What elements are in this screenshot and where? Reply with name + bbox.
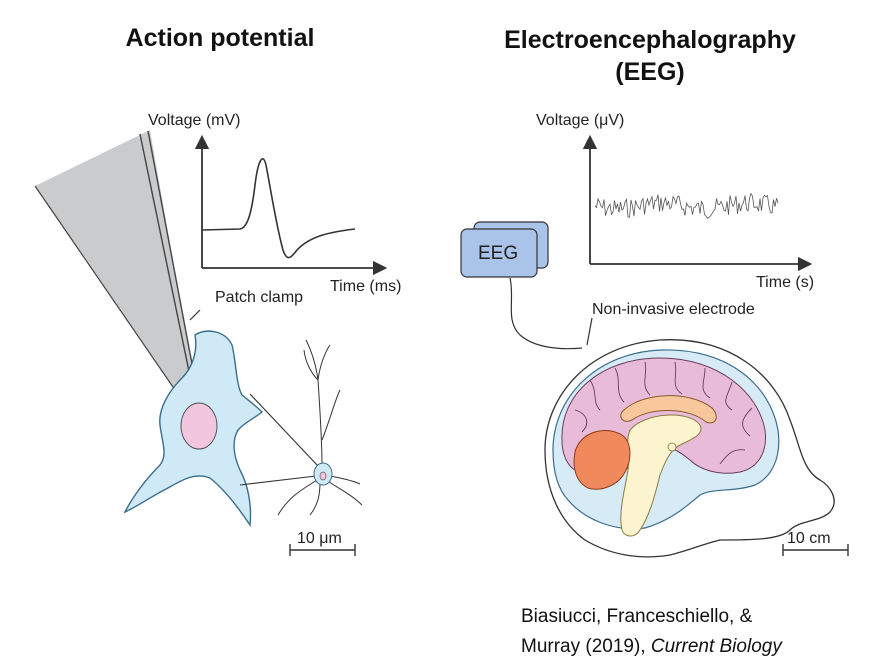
citation-line2: Murray (2019), Current Biology — [521, 632, 782, 662]
electrode-cable — [509, 277, 583, 350]
corpus-callosum — [620, 395, 717, 424]
scale-bar-left — [289, 544, 356, 556]
eeg-title-line2: (EEG) — [615, 58, 685, 86]
patch-pipette — [34, 130, 197, 391]
eeg-trace — [594, 192, 779, 219]
scale-bar-right-label: 10 cm — [787, 530, 831, 547]
eeg-title-line1: Electroencephalography — [504, 26, 796, 54]
action-potential-title: Action potential — [125, 24, 315, 52]
citation-journal: Current Biology — [650, 636, 782, 657]
eeg-axes — [582, 134, 813, 272]
eeg-x-axis-label: Time (s) — [756, 274, 815, 291]
head-outline — [544, 339, 835, 558]
eeg-box-label: EEG — [478, 243, 519, 264]
citation-authors-year: Murray (2019), — [521, 636, 651, 657]
zoom-line-bottom — [239, 475, 317, 486]
ap-axes — [194, 134, 388, 276]
neuron-nucleus — [180, 402, 218, 450]
brainstem — [620, 414, 702, 537]
eeg-title: Electroencephalography (EEG) — [445, 24, 855, 88]
cerebellum — [573, 430, 631, 490]
patch-clamp-label: Patch clamp — [215, 289, 304, 306]
eeg-y-axis-label: Voltage (μV) — [536, 112, 625, 129]
small-neuron — [277, 339, 363, 516]
small-neuron-nucleus — [319, 471, 327, 481]
scale-bar-left-label: 10 μm — [297, 530, 342, 547]
electrode-pointer — [586, 317, 593, 346]
pituitary — [667, 442, 677, 452]
citation-line1: Biasiucci, Franceschiello, & — [521, 606, 753, 627]
ap-y-axis-label: Voltage (mV) — [148, 112, 241, 129]
citation: Biasiucci, Franceschiello, & Murray (201… — [521, 602, 782, 662]
ap-x-axis-label: Time (ms) — [330, 278, 402, 295]
scale-bar-right — [782, 544, 849, 556]
zoom-line-top — [249, 393, 319, 467]
electrode-label: Non-invasive electrode — [592, 301, 755, 318]
action-potential-trace — [201, 158, 356, 259]
cortex-folds — [574, 361, 753, 465]
patch-clamp-pointer — [189, 309, 201, 321]
eeg-device — [460, 221, 549, 278]
